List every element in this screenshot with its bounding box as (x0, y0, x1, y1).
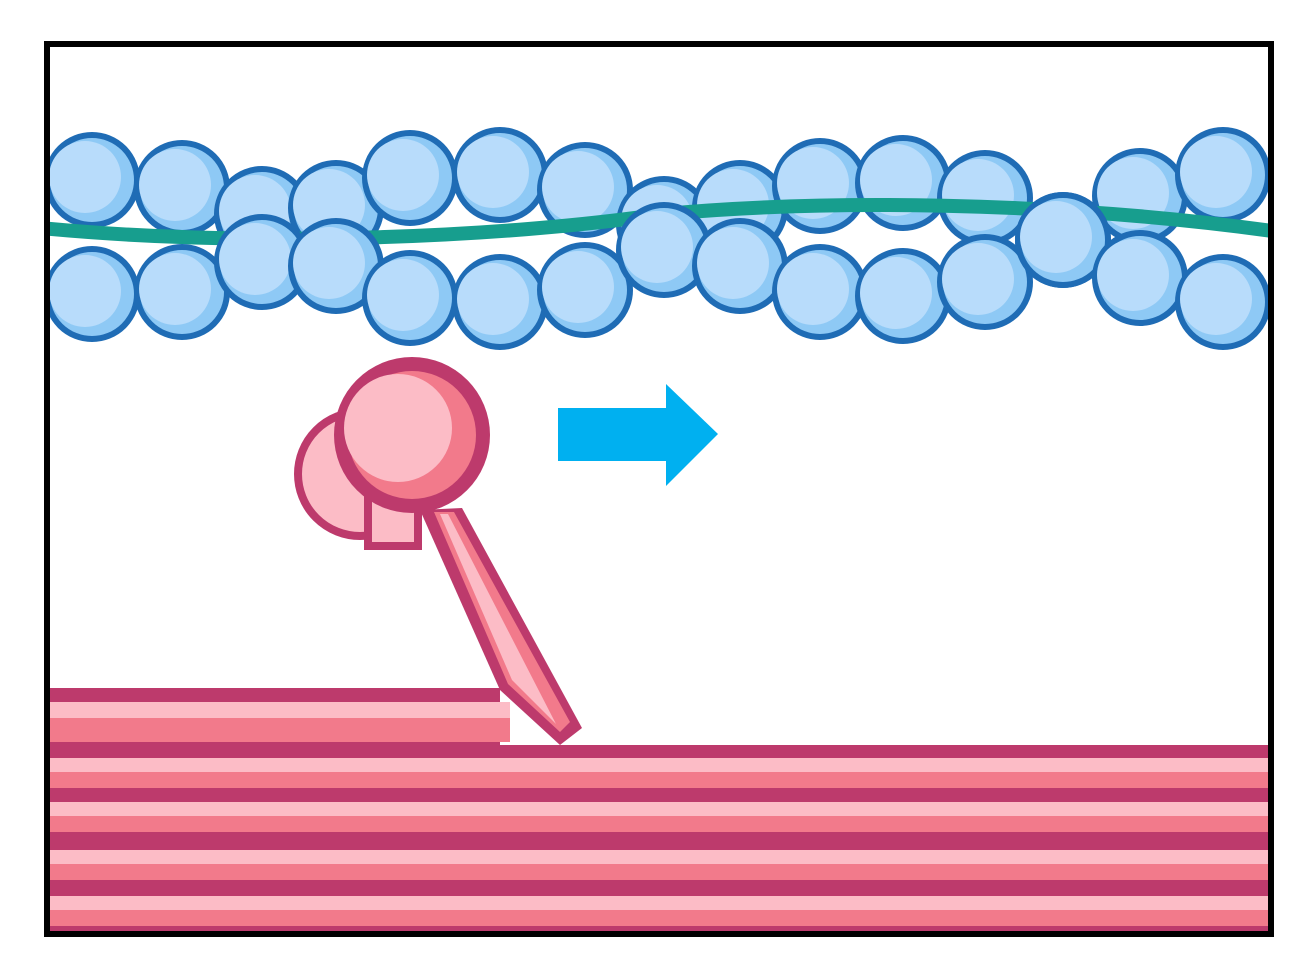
actin-bead-highlight (367, 139, 439, 211)
actin-bead-upper (537, 142, 633, 238)
actin-bead-highlight (367, 259, 439, 331)
actin-bead-highlight (139, 149, 211, 221)
actin-bead-highlight (1097, 239, 1169, 311)
actin-bead-highlight (219, 223, 291, 295)
actin-bead-highlight (139, 253, 211, 325)
actin-bead-highlight (697, 227, 769, 299)
actin-bead-lower (362, 250, 458, 346)
actin-bead-lower (452, 254, 548, 350)
actin-bead-highlight (942, 159, 1014, 231)
actin-bead-highlight (457, 263, 529, 335)
actin-bead-lower (214, 214, 310, 310)
actin-bead-highlight (1180, 263, 1252, 335)
thick-filament-stripe (47, 910, 1271, 926)
actin-bead-highlight (860, 144, 932, 216)
actin-lower-strand (47, 192, 1271, 350)
actin-bead-lower (937, 234, 1033, 330)
thick-filament-stripes (47, 758, 1271, 926)
actin-bead-highlight (49, 255, 121, 327)
myosin-tail-stripes (47, 702, 510, 742)
actin-bead-upper (772, 138, 868, 234)
thick-filament-stripe (47, 802, 1271, 816)
actin-bead-upper (134, 140, 230, 236)
myosin-tail-stripe (47, 702, 510, 718)
actin-bead-highlight (293, 227, 365, 299)
actin-bead-upper (47, 132, 140, 228)
actin-thin-filament (47, 127, 1271, 350)
actin-bead-lower (537, 242, 633, 338)
actin-bead-lower (134, 244, 230, 340)
actin-bead-lower (288, 218, 384, 314)
actin-bead-highlight (777, 253, 849, 325)
actin-bead-highlight (942, 243, 1014, 315)
actin-bead-lower (855, 248, 951, 344)
actin-bead-lower (772, 244, 868, 340)
actin-bead-lower (1175, 254, 1271, 350)
myosin-neck-highlight (440, 514, 556, 724)
thick-filament-stripe (47, 850, 1271, 864)
actin-bead-highlight (542, 151, 614, 223)
thick-filament-stripe (47, 772, 1271, 788)
myosin-head-highlight (344, 374, 452, 482)
frame-border (44, 41, 1274, 937)
actin-bead-upper (1175, 127, 1271, 223)
actin-bead-upper (362, 130, 458, 226)
thick-filament-stripe (47, 896, 1271, 910)
actin-bead-lower (1015, 192, 1111, 288)
actin-bead-lower (47, 246, 140, 342)
actin-bead-highlight (860, 257, 932, 329)
actin-bead-highlight (1180, 136, 1252, 208)
direction-arrow (558, 384, 718, 486)
actin-bead-highlight (542, 251, 614, 323)
myosin-tail-stripe (47, 718, 510, 742)
thick-filament-stripe (47, 758, 1271, 772)
actin-bead-lower (1092, 230, 1188, 326)
thick-filament-stripe (47, 864, 1271, 880)
thick-filament-stripe (47, 816, 1271, 832)
actin-bead-highlight (621, 211, 693, 283)
actin-bead-lower (692, 218, 788, 314)
actin-bead-highlight (457, 136, 529, 208)
actin-bead-highlight (49, 141, 121, 213)
actin-bead-upper (452, 127, 548, 223)
actin-bead-upper (855, 135, 951, 231)
myosin-head (294, 357, 582, 745)
actin-bead-highlight (1020, 201, 1092, 273)
myosin-thick-filament (47, 688, 1271, 934)
